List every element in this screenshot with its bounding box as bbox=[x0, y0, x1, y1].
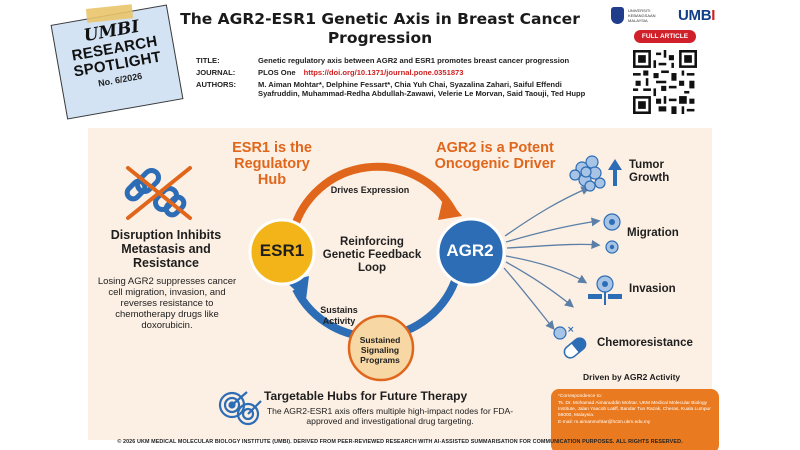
chemo-cell-icon: × bbox=[553, 325, 575, 340]
meta-journal-value: PLOS One bbox=[258, 68, 296, 77]
drives-expression-label: Drives Expression bbox=[330, 185, 410, 195]
agr2-output-arrows bbox=[503, 186, 601, 331]
loop-arc-orange bbox=[289, 162, 457, 234]
therapy-title: Targetable Hubs for Future Therapy bbox=[264, 389, 468, 403]
qr-code[interactable] bbox=[633, 50, 697, 114]
invasion-label: Invasion bbox=[629, 283, 676, 295]
meta-journal-row: JOURNAL: PLOS One https://doi.org/10.137… bbox=[196, 68, 586, 77]
university-name: UNIVERSITI KEBANGSAAN MALAYSIA bbox=[628, 8, 656, 23]
disruption-title: Disruption Inhibits Metastasis and Resis… bbox=[110, 228, 222, 270]
cross-out-icon bbox=[126, 166, 192, 220]
invasion-cell-icon bbox=[588, 275, 622, 305]
correspondence-address: Ts. Dr. Mohamad Aimanuddin Mohtar, UKM M… bbox=[558, 401, 711, 418]
esr1-heading: ESR1 is the Regulatory Hub bbox=[232, 140, 312, 188]
doi-link[interactable]: https://doi.org/10.1371/journal.pone.035… bbox=[303, 68, 464, 77]
esr1-node bbox=[248, 218, 316, 286]
tumor-growth-label: Tumor Growth bbox=[629, 159, 670, 184]
agr2-heading: AGR2 is a Potent Oncogenic Driver bbox=[434, 140, 556, 172]
umbi-logo: UMBI bbox=[678, 7, 715, 24]
agr2-node bbox=[436, 217, 506, 287]
tumor-cells-icon bbox=[569, 155, 606, 192]
growth-arrow-icon bbox=[608, 159, 622, 186]
page-title: The AGR2-ESR1 Genetic Axis in Breast Can… bbox=[180, 10, 580, 47]
article-meta: TITLE: Genetic regulatory axis between A… bbox=[196, 56, 586, 101]
sustained-programs-node bbox=[347, 314, 415, 382]
target-icon bbox=[218, 391, 262, 426]
meta-authors-row: AUTHORS: M. Aiman Mohtar*, Delphine Fess… bbox=[196, 80, 586, 98]
meta-title-value: Genetic regulatory axis between AGR2 and… bbox=[258, 56, 570, 65]
migration-label: Migration bbox=[627, 227, 679, 239]
correspondence-email[interactable]: E-mail: m.aimanmohtar@hctm.ukm.edu.my bbox=[558, 420, 651, 425]
esr1-node-label: ESR1 bbox=[259, 241, 305, 260]
university-crest-icon bbox=[611, 7, 624, 24]
agr2-node-label: AGR2 bbox=[446, 241, 494, 260]
meta-title-row: TITLE: Genetic regulatory axis between A… bbox=[196, 56, 586, 65]
feedback-loop-label: Reinforcing Genetic Feedback Loop bbox=[322, 236, 422, 274]
svg-text:×: × bbox=[567, 325, 575, 335]
full-article-button[interactable]: FULL ARTICLE bbox=[634, 30, 696, 43]
meta-authors-value: M. Aiman Mohtar*, Delphine Fessart*, Chi… bbox=[258, 80, 586, 98]
umbi-logo-main: UMB bbox=[678, 7, 712, 24]
sustains-activity-label: Sustains Activity bbox=[320, 305, 358, 326]
migration-cell-icon bbox=[603, 213, 621, 254]
sustained-programs-label: Sustained Signaling Programs bbox=[359, 335, 401, 365]
correspondence-heading: *Correspondence to: bbox=[558, 394, 602, 399]
umbi-logo-accent: I bbox=[711, 7, 716, 24]
correspondence-box: *Correspondence to: Ts. Dr. Mohamad Aima… bbox=[551, 389, 719, 450]
meta-title-label: TITLE: bbox=[196, 56, 220, 65]
footer-copyright: © 2026 UKM MEDICAL MOLECULAR BIOLOGY INS… bbox=[117, 439, 683, 445]
meta-authors-label: AUTHORS: bbox=[196, 80, 237, 89]
disruption-body: Losing AGR2 suppresses cancer cell migra… bbox=[97, 276, 237, 331]
loop-arrowhead-top bbox=[438, 194, 462, 220]
driven-by-label: Driven by AGR2 Activity bbox=[583, 372, 681, 382]
institution-logos: UNIVERSITI KEBANGSAAN MALAYSIA UMBI bbox=[611, 7, 715, 24]
chemoresistance-label: Chemoresistance bbox=[597, 337, 693, 349]
therapy-body: The AGR2-ESR1 axis offers multiple high-… bbox=[266, 406, 514, 426]
meta-journal-label: JOURNAL: bbox=[196, 68, 236, 77]
capsule-icon bbox=[563, 337, 587, 359]
